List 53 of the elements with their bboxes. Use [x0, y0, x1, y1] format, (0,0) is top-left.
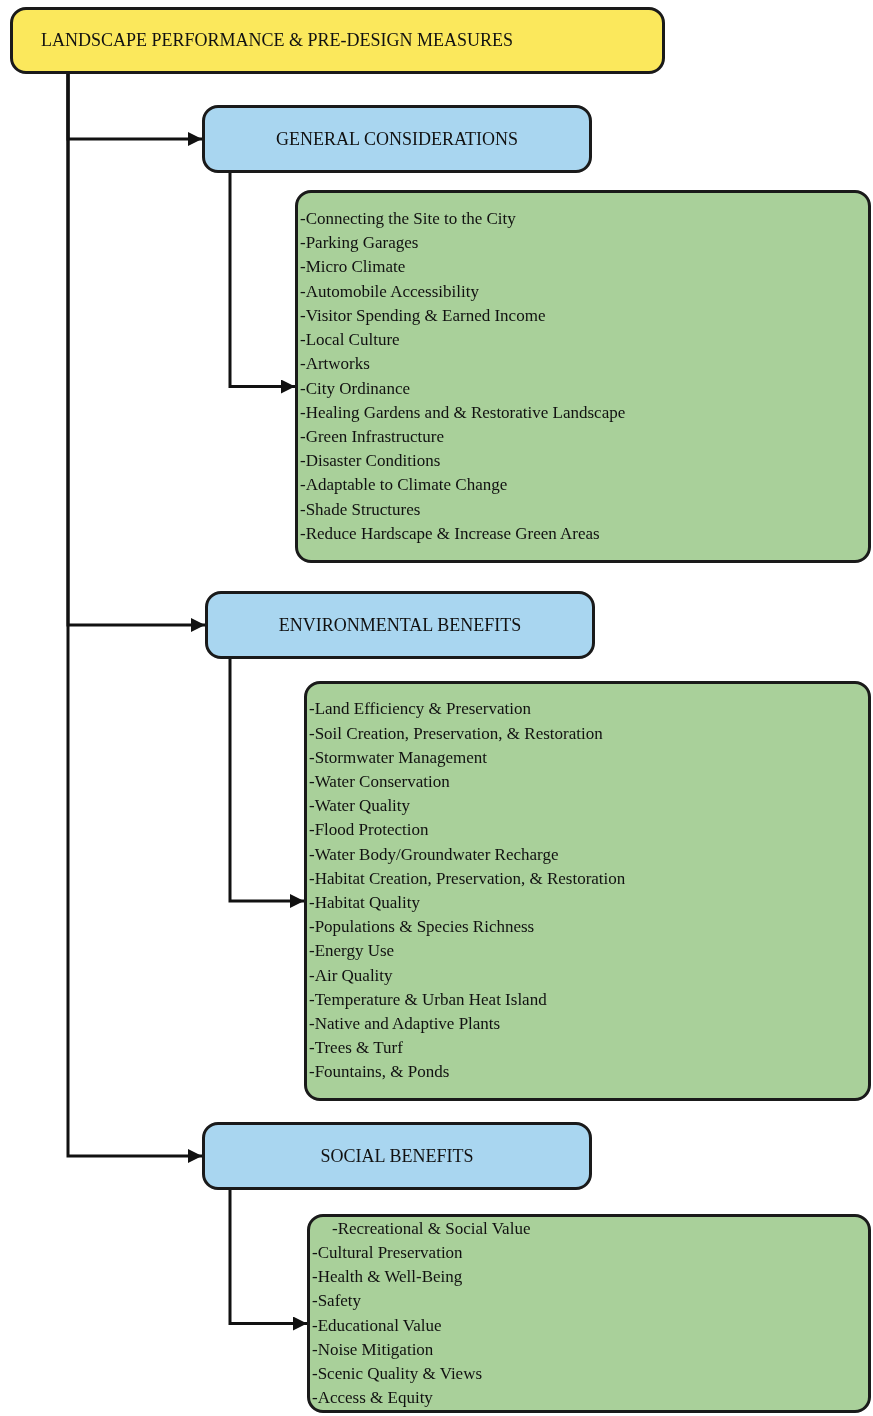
list-item: -Populations & Species Richness	[309, 916, 535, 939]
list-box	[295, 190, 871, 563]
list-item: -Land Efficiency & Preservation	[309, 698, 532, 721]
title-box	[10, 7, 665, 74]
list-item: -Flood Protection	[309, 819, 429, 842]
list-item: -Reduce Hardscape & Increase Green Areas	[300, 522, 600, 545]
category-label: SOCIAL BENEFITS	[320, 1145, 474, 1167]
list-item: -Water Body/Groundwater Recharge	[309, 843, 559, 866]
list-item: -Local Culture	[300, 329, 400, 352]
list-item: -Air Quality	[309, 964, 393, 987]
list-box	[304, 681, 871, 1101]
connector-arrow	[228, 659, 304, 908]
list-item: -Recreational & Social Value	[332, 1217, 531, 1240]
list-item: -Scenic Quality & Views	[312, 1362, 483, 1385]
list-item: -City Ordinance	[300, 377, 410, 400]
category-label: ENVIRONMENTAL BENEFITS	[278, 614, 522, 636]
list-item: -Artworks	[300, 353, 370, 376]
list-item: -Safety	[312, 1290, 362, 1313]
list-item: -Water Conservation	[309, 771, 450, 793]
category-box	[202, 1122, 592, 1190]
list-item: -Connecting the Site to the City	[300, 208, 516, 231]
list-item: -Adaptable to Climate Change	[300, 474, 508, 497]
list-item: -Shade Structures	[300, 498, 421, 521]
list-item: -Healing Gardens and & Restorative Landscape	[300, 401, 626, 424]
list-item: -Visitor Spending & Earned Income	[300, 304, 546, 327]
list-item: -Energy Use	[309, 940, 395, 963]
list-item: -Native and Adaptive Plants	[309, 1013, 501, 1035]
connector-arrow	[66, 74, 202, 1163]
list-item: -Noise Mitigation	[312, 1338, 434, 1361]
list-item: -Educational Value	[312, 1314, 442, 1337]
list-item: -Automobile Accessibility	[300, 280, 479, 303]
list-item: -Parking Garages	[300, 232, 419, 255]
list-item: -Access & Equity	[312, 1387, 433, 1410]
category-box	[202, 105, 592, 173]
root-label: LANDSCAPE PERFORMANCE & PRE-DESIGN MEASURES	[41, 30, 514, 51]
list-item: -Temperature & Urban Heat Island	[309, 988, 547, 1011]
list-item: -Stormwater Management	[309, 746, 487, 769]
connector-arrow	[228, 173, 295, 394]
list-item: -Health & Well-Being	[312, 1266, 463, 1289]
list-item: -Cultural Preservation	[312, 1241, 463, 1264]
list-item: -Water Quality	[309, 795, 411, 818]
list-box	[307, 1214, 871, 1413]
list-item: -Habitat Creation, Preservation, & Restoration	[309, 867, 626, 890]
category-box	[205, 591, 595, 659]
list-item: -Green Infrastructure	[300, 425, 444, 448]
list-item: -Habitat Quality	[309, 892, 420, 914]
category-label: GENERAL CONSIDERATIONS	[276, 128, 518, 150]
list-item: -Disaster Conditions	[300, 450, 441, 473]
list-item: -Micro Climate	[300, 256, 406, 279]
list-item: -Trees & Turf	[309, 1037, 403, 1060]
list-item: -Soil Creation, Preservation, & Restoration	[309, 722, 603, 745]
connector-arrow	[228, 1190, 307, 1331]
list-item: -Fountains, & Ponds	[309, 1061, 450, 1084]
